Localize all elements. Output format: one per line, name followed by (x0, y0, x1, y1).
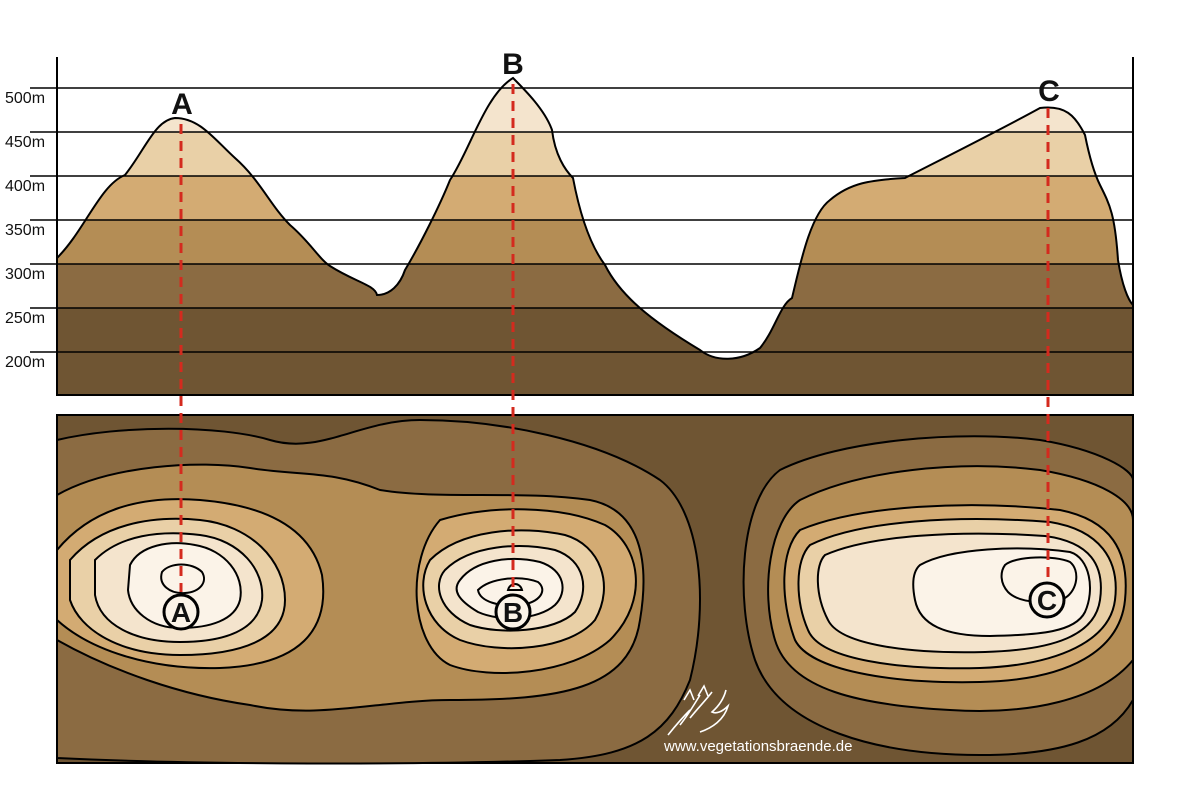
elevation-profile: 500m 450m 400m 350m 300m 250m 200m A B C (5, 48, 1134, 396)
map-marker-label: C (1037, 585, 1057, 616)
elevation-label: 250m (5, 310, 45, 327)
watermark-website: www.vegetationsbraende.de (663, 738, 852, 755)
map-marker-a: A (162, 593, 200, 631)
contour-map: A B C www.vegetationsbraende.de (56, 414, 1134, 765)
guide-lines (179, 84, 1050, 592)
profile-elevation-bands (57, 78, 1133, 395)
peak-label-c: C (1038, 75, 1060, 108)
elevation-labels: 500m 450m 400m 350m 300m 250m 200m (5, 90, 45, 371)
peak-label-b: B (502, 48, 524, 81)
map-marker-label: B (503, 597, 523, 628)
elevation-label: 300m (5, 266, 45, 283)
map-marker-c: C (1028, 581, 1066, 619)
peak-label-a: A (171, 88, 193, 121)
map-marker-b: B (494, 593, 532, 631)
contour-peak-b-knob (506, 583, 524, 591)
elevation-label: 400m (5, 178, 45, 195)
elevation-label: 200m (5, 354, 45, 371)
elevation-label: 450m (5, 134, 45, 151)
elevation-label: 350m (5, 222, 45, 239)
elevation-label: 500m (5, 90, 45, 107)
watermark-logo-icon (667, 684, 730, 736)
map-marker-label: A (171, 597, 191, 628)
contour-summit-b (476, 577, 544, 607)
contour-summit-a (160, 563, 205, 595)
